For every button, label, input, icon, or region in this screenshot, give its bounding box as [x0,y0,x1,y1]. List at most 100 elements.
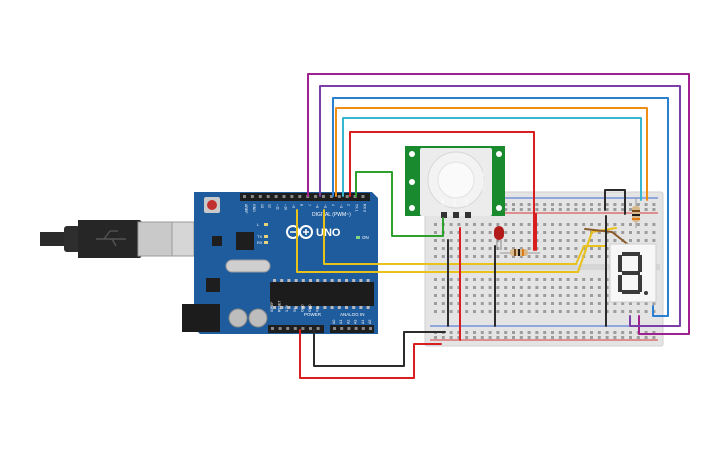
breadboard-hole [457,239,461,242]
digital-header-pin[interactable] [345,195,349,198]
digital-header-pin[interactable] [274,195,278,198]
breadboard-hole [527,278,531,281]
breadboard-hole [473,231,476,234]
digital-pin-label: 13 [260,204,264,208]
analog-header-pin[interactable] [361,327,365,330]
breadboard-hole [613,223,617,226]
breadboard-hole [535,278,539,281]
breadboard-hole [652,336,656,339]
tx-label: TX [257,234,262,239]
analog-pin-label: A1 [339,320,343,324]
breadboard-hole [551,286,554,289]
power-header-pin[interactable] [301,327,305,330]
analog-header [330,325,374,333]
breadboard-hole [629,336,632,339]
l-led-label: L [257,222,260,227]
chip-pin [359,279,363,282]
chip-pin [273,279,276,282]
digital-header-pin[interactable] [298,195,302,198]
breadboard-hole [605,231,609,234]
breadboard-hole [543,255,547,258]
breadboard-hole [644,302,648,305]
breadboard-hole [652,223,656,226]
wire-orange [335,107,648,201]
breadboard-hole [566,294,570,297]
breadboard-hole [512,231,515,234]
analog-header-pin[interactable] [340,327,344,330]
digital-pin-label: 8 [299,204,303,206]
breadboard-hole [504,247,508,250]
digital-header-pin[interactable] [314,195,318,198]
wire-red-power [299,329,442,379]
breadboard-hole [590,331,593,334]
breadboard-hole [543,223,547,226]
breadboard-hole [551,294,554,297]
digital-label: DIGITAL (PWM~) [312,212,351,218]
breadboard-hole [558,302,562,305]
analog-header-pin[interactable] [333,327,336,330]
digital-header-pin[interactable] [337,195,341,198]
chip-pin [309,306,312,309]
digital-pin-label: GND [252,204,256,212]
breadboard-hole [504,278,508,281]
digital-header-pin[interactable] [258,195,262,198]
digital-header-pin[interactable] [282,195,286,198]
breadboard-hole [551,231,554,234]
digital-pin-label: 4 [331,204,335,206]
digital-header-pin[interactable] [353,195,357,198]
breadboard-hole [441,302,445,305]
digital-header-pin[interactable] [243,195,246,198]
breadboard-hole [519,231,523,234]
breadboard-hole [441,255,445,258]
digital-header-pin[interactable] [361,195,365,198]
analog-pin-label: A3 [354,320,358,324]
breadboard-hole [535,331,539,334]
breadboard-hole [636,302,640,305]
breadboard-hole [574,310,578,313]
breadboard-hole [551,223,554,226]
breadboard-hole [558,255,562,258]
digital-header-pin[interactable] [322,195,325,198]
chip-pin [294,306,298,309]
breadboard-hole [558,331,562,334]
breadboard-hole [597,278,601,281]
power-header-pin[interactable] [286,327,290,330]
digital-header-pin[interactable] [290,195,294,198]
analog-header-pin[interactable] [347,327,351,330]
digital-header-pin[interactable] [329,195,333,198]
breadboard-hole [621,223,625,226]
digital-pin-label: ~6 [315,204,319,208]
breadboard-hole [527,310,531,313]
usb-chip [236,232,254,250]
power-header-pin[interactable] [278,327,282,330]
breadboard-hole [465,331,469,334]
breadboard-hole [473,223,476,226]
digital-header-pin[interactable] [266,195,270,198]
breadboard-hole [504,286,508,289]
breadboard-hole [629,310,632,313]
wire-red-pir [349,131,535,251]
breadboard-hole [652,331,656,334]
analog-header-pin[interactable] [354,327,358,330]
breadboard-hole [473,302,476,305]
digital-pin-label: TX 1 [355,204,359,212]
digital-header-pin[interactable] [250,195,254,198]
analog-header-pin[interactable] [369,327,372,330]
breadboard-hole [574,255,578,258]
analog-pin-label: A0 [332,320,336,324]
breadboard-hole [504,336,508,339]
wire-black-gnd [313,329,446,367]
breadboard-hole [504,331,508,334]
power-pin-label: 5V [293,307,297,312]
breadboard-hole [535,208,539,211]
breadboard-hole [519,203,523,206]
breadboard-hole [496,310,500,313]
power-header-pin[interactable] [293,327,297,330]
atmega-chip [270,282,374,306]
breadboard-hole [449,331,453,334]
power-header-pin[interactable] [271,327,274,330]
power-header-pin[interactable] [309,327,312,330]
power-header-pin[interactable] [316,327,320,330]
breadboard-hole [527,336,531,339]
